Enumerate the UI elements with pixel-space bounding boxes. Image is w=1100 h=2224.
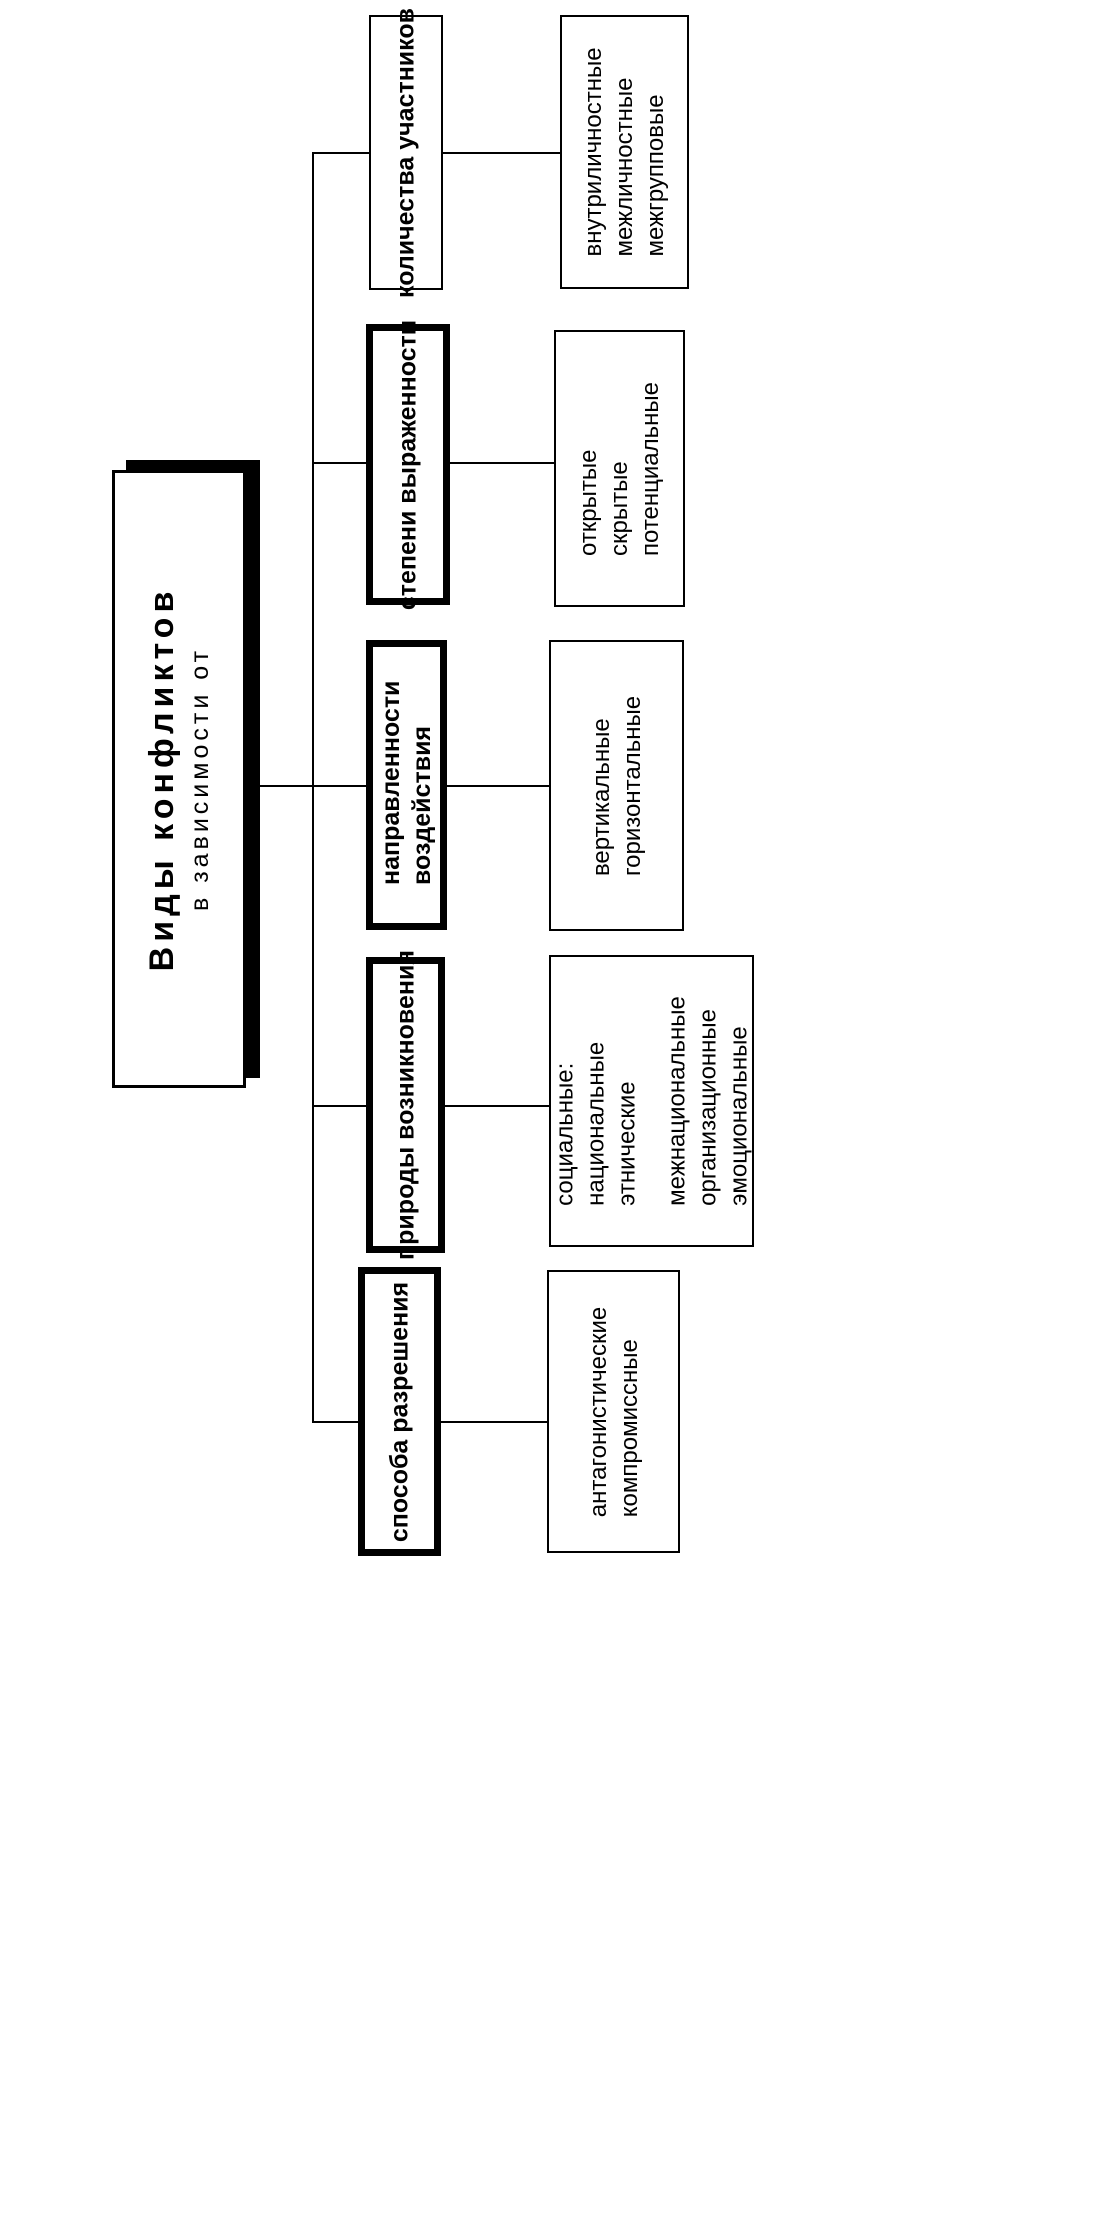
connector-trunk xyxy=(312,152,314,1423)
items-box-1: антагонистические компромиссные xyxy=(547,1270,680,1553)
item-5-1: внутриличностные xyxy=(579,47,607,257)
item-5-3: межгрупповые xyxy=(642,94,670,257)
item-4-1: открытые xyxy=(574,449,602,556)
root-subtitle: в зависимости от xyxy=(186,646,214,912)
items-box-2: социальные: национальные этнические межн… xyxy=(549,955,754,1247)
items-list-2: социальные: национальные этнические межн… xyxy=(549,996,754,1206)
item-3-1: вертикальные xyxy=(587,717,615,876)
item-4-3: потенциальные xyxy=(637,381,665,556)
items-box-3: вертикальные горизонтальные xyxy=(549,640,684,931)
item-2-2: национальные xyxy=(582,1041,610,1206)
root-title: Виды конфликтов xyxy=(143,586,181,972)
category-label-3: направленности воздействия xyxy=(375,681,438,885)
connector-cat-3-to-items xyxy=(447,785,549,787)
category-label-3-text: направленности воздействия xyxy=(376,680,436,885)
connector-root-to-trunk xyxy=(246,785,314,787)
connector-trunk-to-cat-4 xyxy=(312,462,366,464)
items-box-5: внутриличностные межличностные межгруппо… xyxy=(560,15,689,289)
items-list-4: открытые скрытые потенциальные xyxy=(573,382,667,556)
item-3-2: горизонтальные xyxy=(618,695,646,876)
category-label-2: природы возникновения xyxy=(390,950,419,1260)
category-label-1: способа разрешения xyxy=(384,1281,413,1542)
category-box-4: степени выраженности xyxy=(366,319,450,610)
category-label-4: степени выраженности xyxy=(393,319,422,610)
connector-cat-5-to-items xyxy=(443,152,560,154)
item-2-3: этнические xyxy=(613,1081,641,1206)
connector-trunk-to-cat-1 xyxy=(312,1421,358,1423)
connector-trunk-to-cat-3 xyxy=(312,785,366,787)
item-2-7: эмоциональные xyxy=(724,1026,752,1206)
item-1-1: антагонистические xyxy=(584,1306,612,1517)
items-list-5: внутриличностные межличностные межгруппо… xyxy=(578,47,672,256)
root-box: Виды конфликтов в зависимости от xyxy=(112,470,246,1088)
connector-cat-2-to-items xyxy=(445,1105,549,1107)
category-box-5: количества участников xyxy=(369,8,443,297)
category-box-1: способа разрешения xyxy=(358,1267,441,1556)
root-label: Виды конфликтов в зависимости от xyxy=(143,587,215,972)
items-box-4: открытые скрытые потенциальные xyxy=(554,330,685,607)
item-2-6: организационные xyxy=(693,1008,721,1206)
category-box-2: природы возникновения xyxy=(366,950,445,1260)
category-box-3: направленности воздействия xyxy=(366,640,447,930)
items-list-3: вертикальные горизонтальные xyxy=(585,695,647,875)
category-label-5: количества участников xyxy=(391,7,420,298)
item-2-5: межнациональные xyxy=(662,996,690,1206)
connector-cat-4-to-items xyxy=(450,462,554,464)
connector-trunk-to-cat-2 xyxy=(312,1105,366,1107)
item-4-2: скрытые xyxy=(605,460,633,556)
item-1-2: компромиссные xyxy=(615,1338,643,1517)
item-5-2: межличностные xyxy=(610,77,638,257)
item-2-spacer xyxy=(643,996,661,1206)
item-2-1: социальные: xyxy=(550,1062,578,1206)
connector-cat-1-to-items xyxy=(441,1421,547,1423)
items-list-1: антагонистические компромиссные xyxy=(582,1306,644,1516)
connector-trunk-to-cat-5 xyxy=(312,152,369,154)
